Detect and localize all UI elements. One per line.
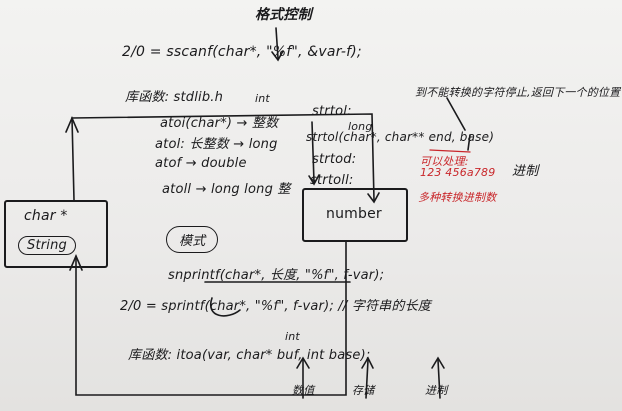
atoi-line: atoi(char*) → 整数: [160, 116, 279, 131]
sprintf-line: 2/0 = sprintf(char*, "%f", f-var); // 字符…: [120, 299, 431, 314]
arrow-format-control: [275, 27, 279, 59]
atoll-line: atoll → long long 整: [162, 182, 291, 197]
stop-position-note: 到不能转换的字符停止,返回下一个的位置: [415, 86, 621, 99]
arrow-number-to-string-bottom: [75, 241, 347, 396]
snprintf-line: snprintf(char*, 长度, "%f", f-var);: [168, 268, 385, 283]
sscanf-line: 2/0 = sscanf(char*, "%f", &var-f);: [122, 44, 362, 60]
strtol-label: strtol:: [312, 104, 352, 119]
format-control-label: 格式控制: [255, 7, 312, 23]
strtol-signature: strtol(char*, char** end, base): [306, 130, 495, 144]
stdlib-line: 库函数: stdlib.h: [125, 90, 224, 105]
atof-line: atof → double: [155, 156, 247, 171]
long-tag: long: [348, 120, 373, 133]
itoa-line: 库函数: itoa(var, char* buf, int base);: [128, 348, 371, 363]
number-box: number: [302, 188, 408, 242]
red-note-handle: 可以处理:: [420, 155, 469, 168]
red-note-bases: 多种转换进制数: [418, 191, 497, 204]
label-base: 进制: [425, 384, 448, 397]
arrow-string-to-number-top: [71, 113, 375, 201]
strtoll-label: strtoll:: [310, 173, 354, 188]
label-value: 数值: [292, 384, 315, 397]
int-tag-top: int: [255, 92, 270, 105]
label-storage: 存储: [352, 384, 375, 397]
number-label: number: [326, 206, 382, 222]
red-note-example: 123 456a789: [420, 166, 496, 179]
int-tag-bottom: int: [285, 330, 300, 343]
atol-line: atol: 长整数 → long: [155, 137, 278, 152]
strtod-label: strtod:: [312, 152, 357, 167]
char-star-label: char *: [24, 208, 68, 224]
string-label: String: [18, 236, 76, 255]
base-note: 进制: [512, 164, 539, 179]
string-box: char * String: [4, 200, 108, 268]
mode-oval: 模式: [166, 226, 219, 253]
